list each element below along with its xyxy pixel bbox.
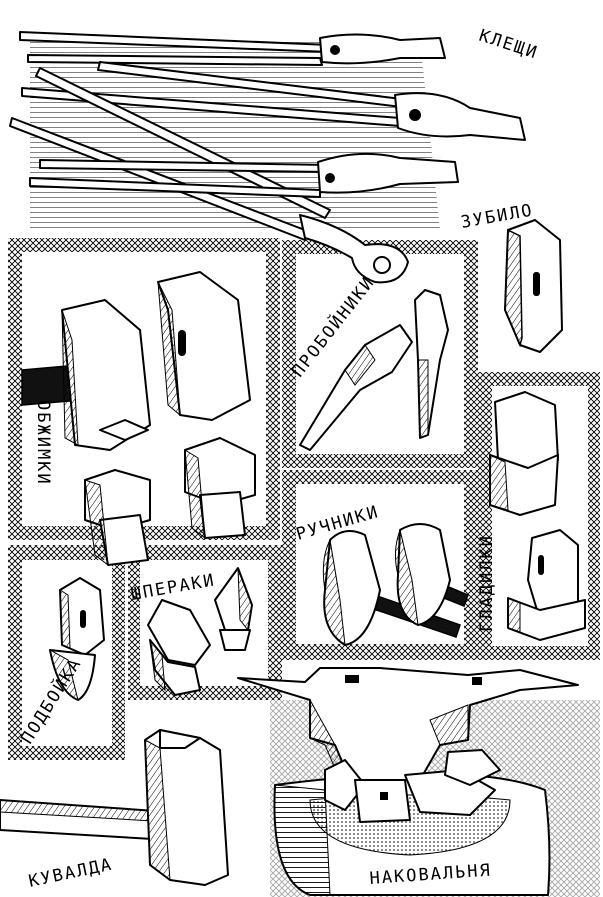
swages-illustration <box>21 271 256 567</box>
anvil-illustration <box>237 667 579 896</box>
punches-illustration <box>299 289 449 451</box>
fullers-illustration <box>147 567 253 696</box>
label-sledgehammer: КУВАЛДА <box>27 855 115 892</box>
label-swages: ОБЖИМКИ <box>33 400 53 486</box>
label-tongs: КЛЕЩИ <box>476 26 540 64</box>
flatters-illustration <box>489 391 586 641</box>
hand-hammers-illustration <box>322 523 469 646</box>
sledgehammer-illustration <box>0 729 229 886</box>
label-flatters: ГЛАДИЛКИ <box>477 534 497 632</box>
chisel-illustration <box>504 219 563 353</box>
tongs-illustration <box>9 31 526 284</box>
set-hammer-illustration <box>49 577 105 701</box>
